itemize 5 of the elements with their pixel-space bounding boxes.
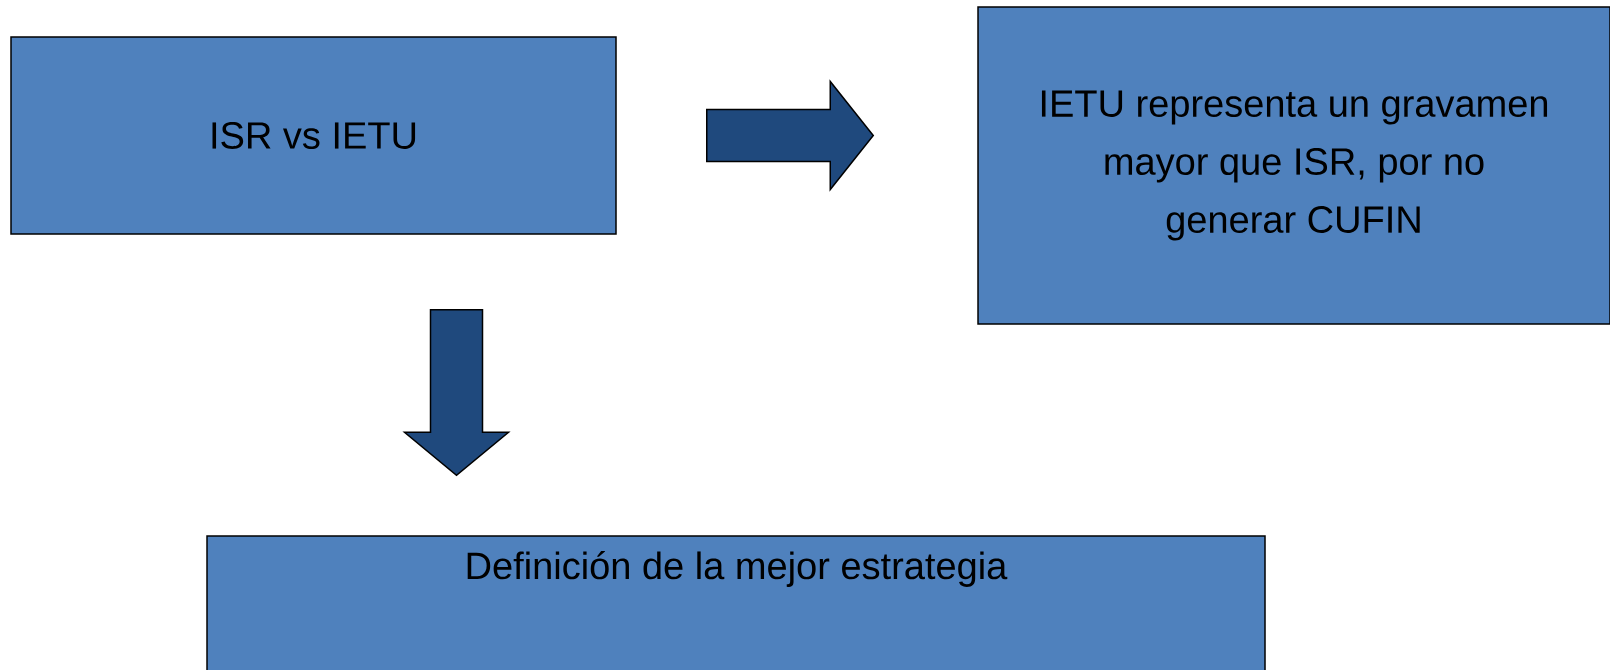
text-box: Definición de la mejor estrategia — [206, 535, 1266, 670]
text-box: ISR vs IETU — [10, 36, 617, 235]
block-arrow — [402, 309, 511, 477]
block-arrow — [706, 79, 875, 192]
text-box: IETU representa un gravamen mayor que ISR, por no generar CUFIN — [977, 6, 1610, 325]
